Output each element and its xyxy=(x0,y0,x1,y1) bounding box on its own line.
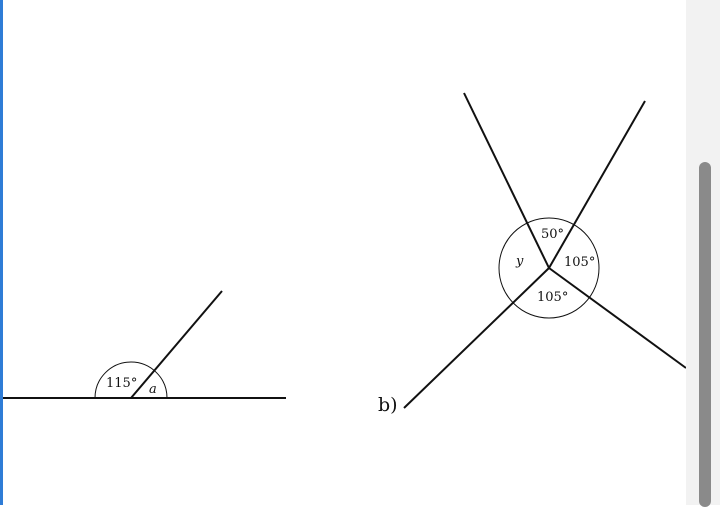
scrollbar-thumb[interactable] xyxy=(699,162,711,507)
angle-label-115: 115° xyxy=(106,376,137,391)
angle-arc xyxy=(94,361,168,399)
angle-label-105-right: 105° xyxy=(564,255,595,270)
diagram-b: 50° 105° 105° y b) xyxy=(378,92,687,416)
ray-upper-right xyxy=(548,100,646,269)
diagram-a: 115° a xyxy=(3,290,286,399)
part-label-b: b) xyxy=(378,394,398,416)
angle-label-a: a xyxy=(149,382,157,397)
ray-line xyxy=(130,290,223,399)
left-edge-bar xyxy=(0,0,3,505)
angle-circle xyxy=(498,217,600,319)
angle-label-50: 50° xyxy=(541,227,564,242)
angle-label-y: y xyxy=(515,254,524,269)
ray-lower-right xyxy=(548,267,687,369)
ray-upper-left xyxy=(463,92,550,269)
ray-lower-left xyxy=(403,267,550,409)
angle-label-105-bottom: 105° xyxy=(537,290,568,305)
